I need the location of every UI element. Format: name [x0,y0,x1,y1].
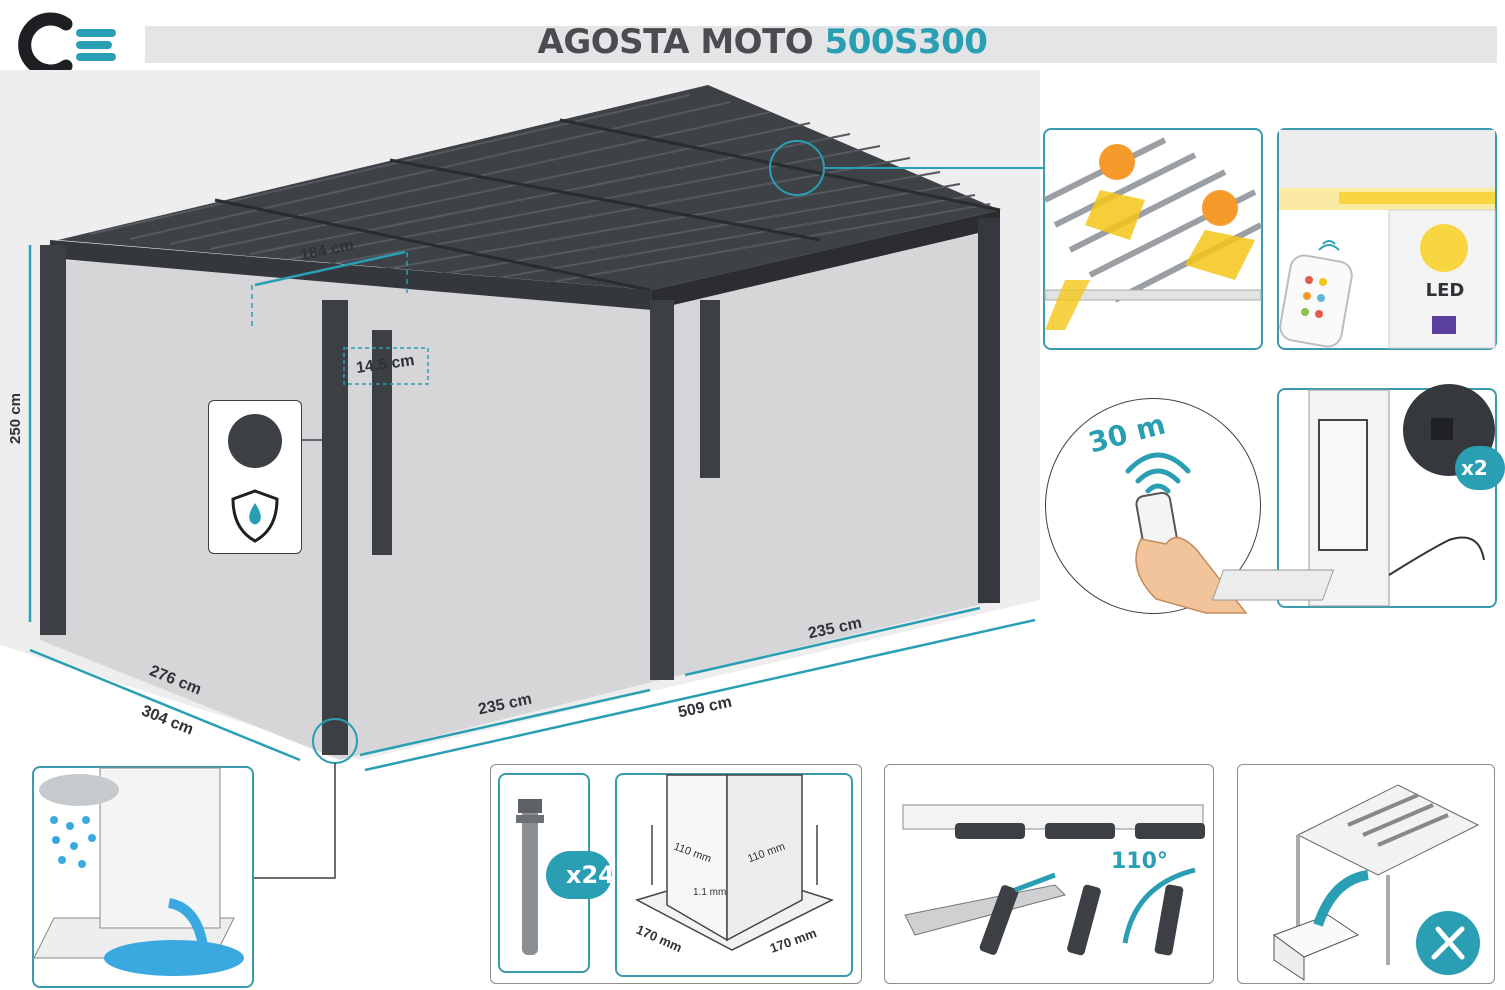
motor-count-badge [1455,446,1505,490]
page-title: AGOSTA MOTO 500S300 [145,22,1380,62]
assembly-panel [1237,764,1495,984]
height-label: 250 cm [6,393,24,444]
wifi-signal-icon [1318,240,1340,251]
post-right [978,218,1000,603]
bolt-panel: x24 [498,773,615,973]
product-name: AGOSTA MOTO [537,22,814,62]
color-swatch-icon [228,414,282,468]
waterproof-shield-icon [231,489,279,543]
post-front-mid [650,300,674,680]
rotation-panel: 110° [884,764,1214,984]
finish-badge [208,400,302,554]
post-left-back [40,245,66,635]
rain-cloud-icon [39,774,119,868]
sun-icon [1099,144,1135,180]
sun-icon [1202,190,1238,226]
bolt-count-label: x24 [566,861,615,889]
tools-icon [1416,911,1480,975]
product-model: 500S300 [824,22,988,62]
louvre-sun-panel [1043,128,1263,350]
power-plug-icon [1388,536,1485,576]
title-bar [145,26,1497,63]
base-plate-panel: 110 mm 110 mm 1.1 mm 170 mm 170 mm [615,773,853,977]
roof-panel [58,85,1000,290]
motor-panel: x2 [1211,384,1505,608]
remote-control-icon [1279,254,1353,348]
plate-gap: 1.1 mm [693,887,727,898]
rotation-angle-label: 110° [1111,849,1168,874]
led-label: LED [1425,280,1465,301]
wifi-signal-icon [1125,452,1191,494]
box-icon [1272,914,1360,981]
motor-count-label: x2 [1461,456,1488,480]
bolt-icon [522,805,538,955]
bolt-count-badge [546,851,612,899]
led-bulb-icon [1420,224,1469,272]
led-panel: LED [1277,128,1497,350]
drainage-panel [32,766,254,988]
